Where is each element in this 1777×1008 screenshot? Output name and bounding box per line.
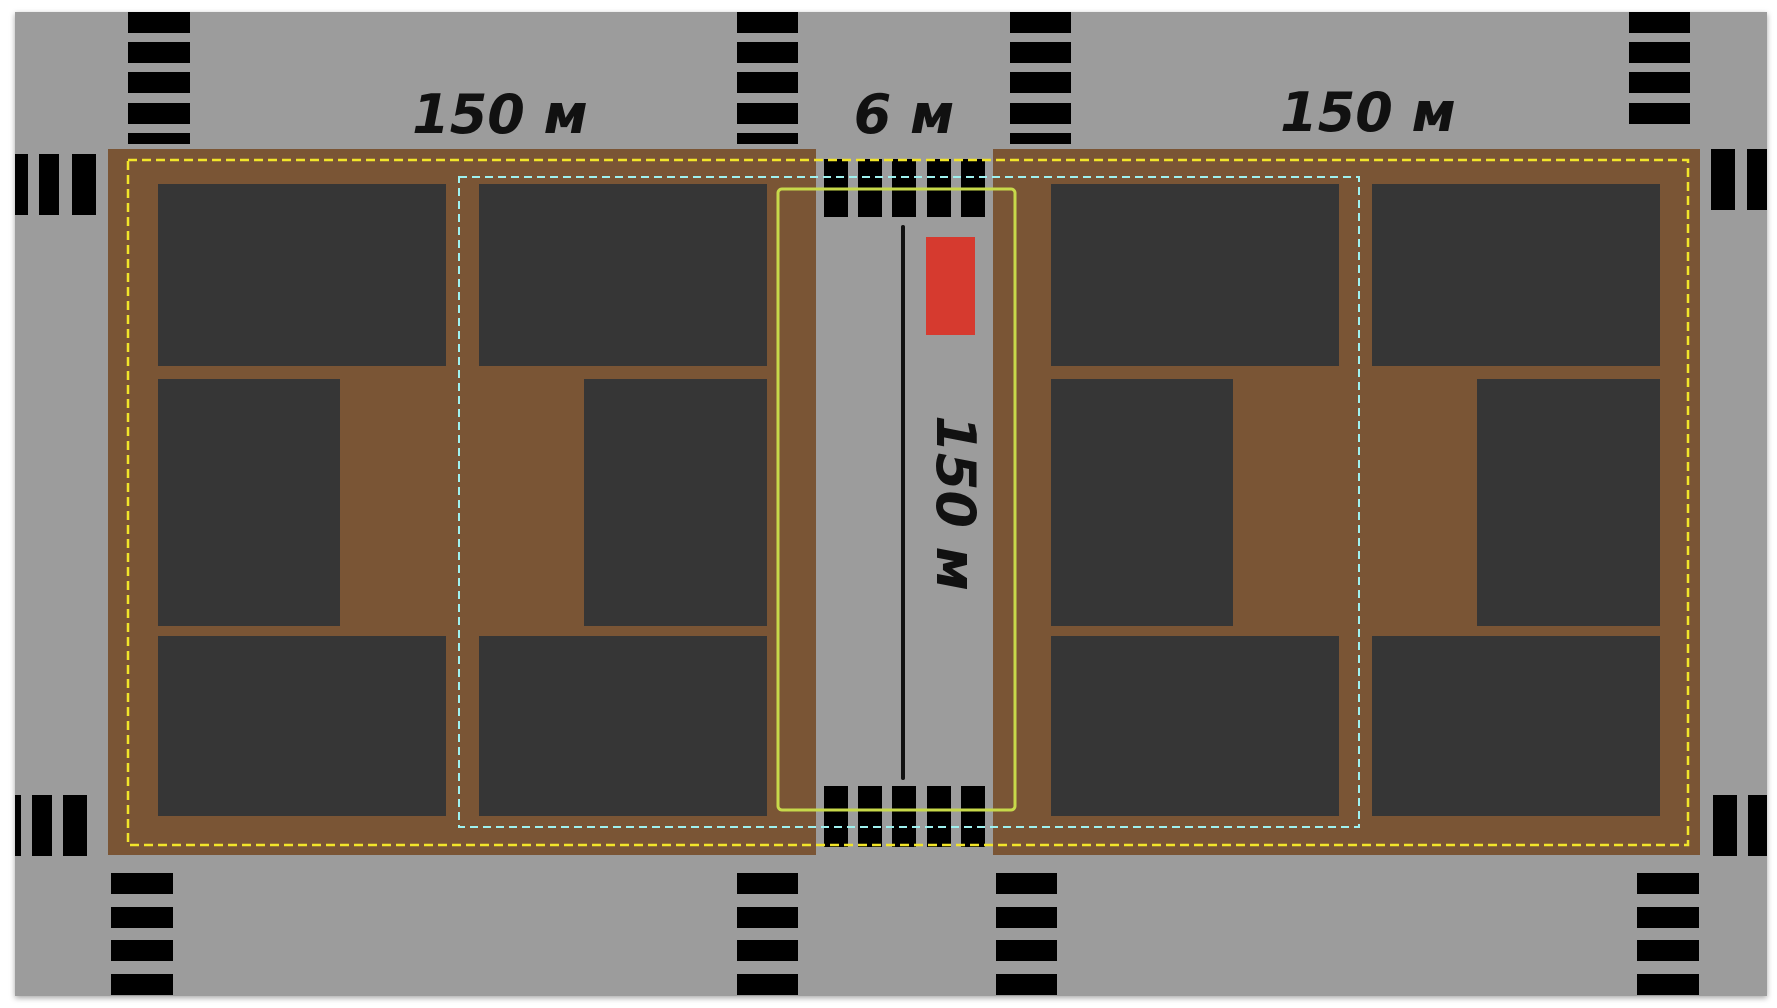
outer-dashed-outline xyxy=(126,158,1690,847)
crosswalk-top-4 xyxy=(1629,12,1690,124)
crosswalk-left-top xyxy=(15,154,96,215)
inner-dashed-outline xyxy=(458,176,1360,828)
buildings xyxy=(158,184,1660,816)
street-length-label: 150 м xyxy=(924,415,987,591)
building xyxy=(1051,184,1339,366)
building xyxy=(1477,379,1660,626)
building xyxy=(158,379,340,626)
building xyxy=(1372,184,1660,366)
crosswalk-top-1 xyxy=(128,12,190,144)
crosswalk-top-3 xyxy=(1010,12,1071,144)
street-outline xyxy=(776,187,1017,812)
building xyxy=(1051,379,1233,626)
building xyxy=(584,379,767,626)
building xyxy=(479,184,767,366)
building xyxy=(479,636,767,816)
red-marker xyxy=(926,237,975,335)
street-width-label: 6 м xyxy=(854,83,955,146)
right-width-label: 150 м xyxy=(1280,81,1456,144)
crosswalk-left-bottom xyxy=(15,795,87,856)
building xyxy=(158,636,446,816)
crosswalk-right-top xyxy=(1711,149,1767,210)
crosswalk-top-2 xyxy=(737,12,798,144)
building xyxy=(1051,636,1339,816)
building xyxy=(1372,636,1660,816)
left-width-label: 150 м xyxy=(412,83,588,146)
crosswalk-bottom-1 xyxy=(111,873,173,995)
crosswalk-street-bottom xyxy=(824,786,985,847)
crosswalk-bottom-2 xyxy=(737,873,798,995)
crosswalk-bottom-4 xyxy=(1637,873,1699,995)
crosswalks xyxy=(15,12,1767,995)
crosswalk-bottom-3 xyxy=(996,873,1057,995)
building xyxy=(158,184,446,366)
crosswalk-right-bottom xyxy=(1713,795,1767,856)
